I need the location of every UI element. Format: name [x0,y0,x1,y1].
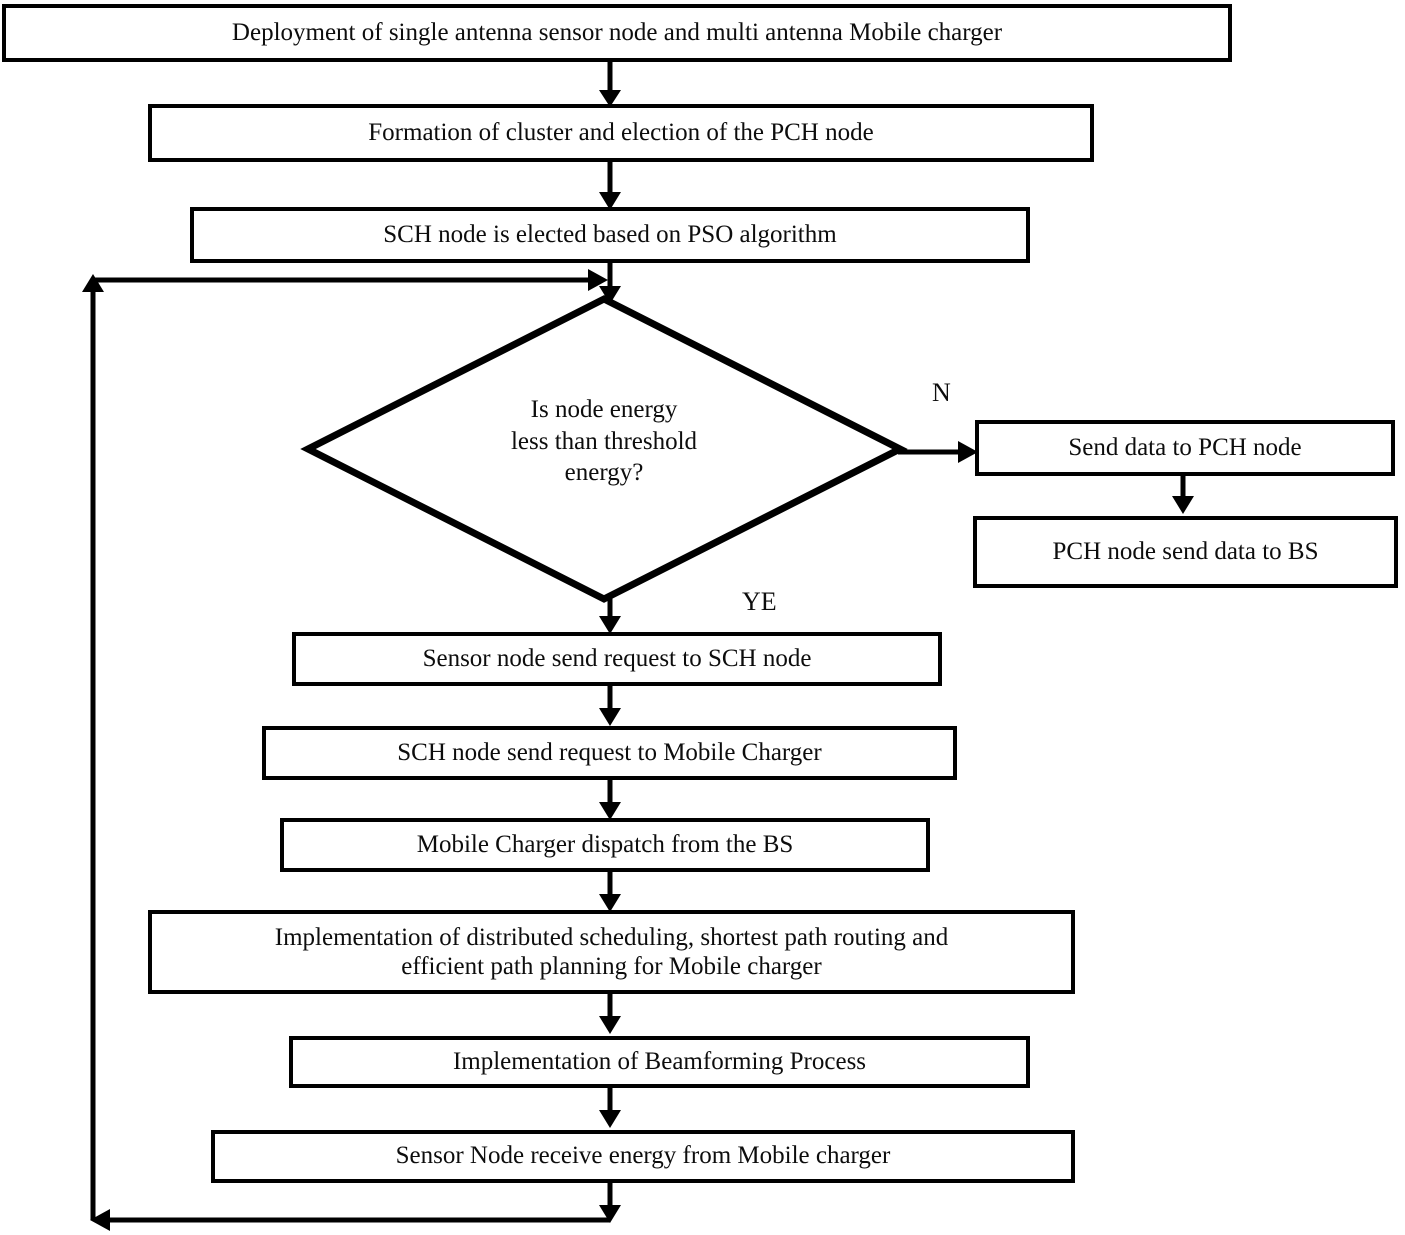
node-send-data-pch[interactable]: Send data to PCH node [975,420,1395,476]
node-beamforming-label: Implementation of Beamforming Process [452,1047,867,1075]
branch-label-yes-text: YE [742,587,777,616]
node-deployment[interactable]: Deployment of single antenna sensor node… [2,4,1232,62]
edge-receive-energy-down [595,1181,629,1229]
node-pch-send-bs[interactable]: PCH node send data to BS [973,516,1398,588]
node-cluster-formation[interactable]: Formation of cluster and election of the… [148,104,1094,162]
edge-sch-request-to-dispatch [595,778,629,824]
node-cluster-formation-label: Formation of cluster and election of the… [368,118,874,146]
edge-send-data-to-pch-bs [1168,472,1202,518]
branch-label-yes: YE [742,589,777,615]
node-scheduling-routing-line-1: Implementation of distributed scheduling… [274,923,949,951]
node-receive-energy[interactable]: Sensor Node receive energy from Mobile c… [211,1130,1075,1183]
edge-sensor-request-to-sch-request [595,684,629,730]
node-sensor-request-sch[interactable]: Sensor node send request to SCH node [292,632,942,686]
node-sch-election-label: SCH node is elected based on PSO algorit… [383,220,837,248]
edge-beamforming-to-receive-energy [595,1086,629,1132]
edge-deployment-to-cluster [595,62,629,108]
edge-feedback-loop [80,269,625,1232]
node-sch-request-charger-label: SCH node send request to Mobile Charger [397,738,822,766]
node-send-data-pch-label: Send data to PCH node [1068,433,1302,461]
node-scheduling-routing[interactable]: Implementation of distributed scheduling… [148,910,1075,994]
node-charger-dispatch-label: Mobile Charger dispatch from the BS [416,830,794,858]
node-receive-energy-label: Sensor Node receive energy from Mobile c… [395,1142,891,1170]
edge-sch-to-decision [595,262,629,308]
edge-decision-no-to-send-data [898,432,984,472]
edge-dispatch-to-scheduling [595,870,629,916]
node-sch-election[interactable]: SCH node is elected based on PSO algorit… [190,207,1030,263]
branch-label-no-text: N [932,378,951,407]
node-deployment-label: Deployment of single antenna sensor node… [231,18,1003,46]
node-sch-request-charger[interactable]: SCH node send request to Mobile Charger [262,726,957,780]
branch-label-no: N [932,380,951,406]
node-sensor-request-sch-label: Sensor node send request to SCH node [422,644,812,672]
edge-scheduling-to-beamforming [595,992,629,1038]
node-scheduling-routing-line-2: efficient path planning for Mobile charg… [401,953,822,980]
node-beamforming[interactable]: Implementation of Beamforming Process [289,1036,1030,1088]
node-energy-decision[interactable]: Is node energy less than threshold energ… [300,294,908,604]
node-charger-dispatch[interactable]: Mobile Charger dispatch from the BS [280,818,930,872]
node-pch-send-bs-label: PCH node send data to BS [1052,537,1319,565]
edge-cluster-to-sch [595,162,629,212]
